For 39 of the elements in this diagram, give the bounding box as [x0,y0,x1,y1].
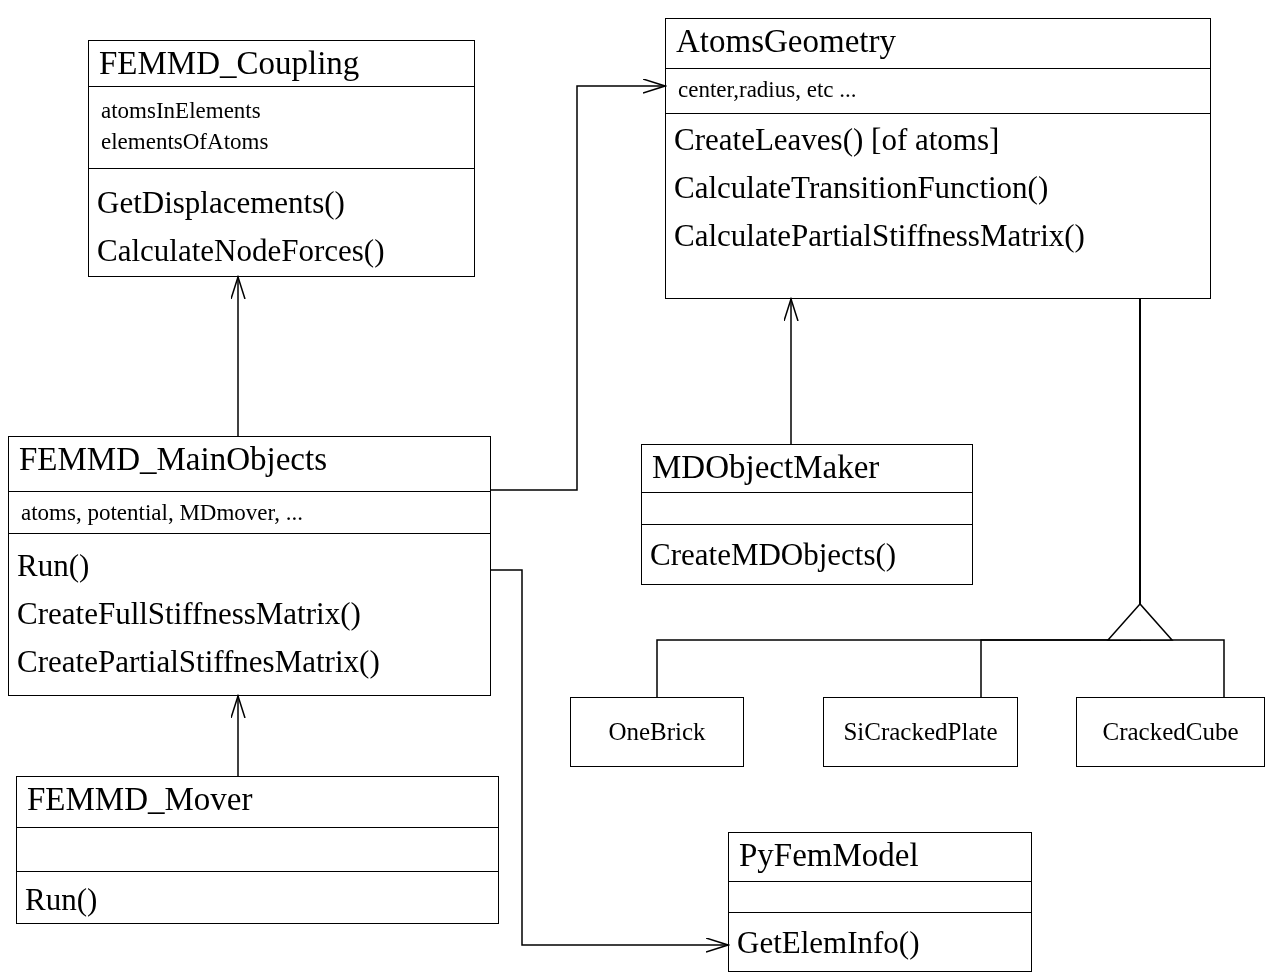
association-arrow [490,569,729,953]
attribute-text: elementsOfAtoms [100,128,269,156]
method-text: CreateMDObjects() [649,536,897,574]
method-text: GetElemInfo() [736,924,920,962]
class-name: CrackedCube [1101,718,1240,746]
method-text: CreateLeaves() [of atoms] [673,121,1000,159]
method-text: CreatePartialStiffnesMatrix() [16,643,380,681]
association-arrow [490,78,666,491]
attribute-text: center,radius, etc ... [677,76,857,104]
class-name: FEMMD_MainObjects [19,440,327,479]
class-name: SiCrackedPlate [842,718,999,746]
class-name: OneBrick [607,718,707,746]
class-box [823,697,1018,767]
class-box [16,776,499,924]
class-name: PyFemModel [739,836,919,875]
class-name: AtomsGeometry [676,22,896,61]
class-box [88,40,475,277]
class-box [8,436,491,696]
class-box [570,697,744,767]
class-name: MDObjectMaker [652,448,880,487]
method-text: CalculatePartialStiffnessMatrix() [673,217,1085,255]
method-text: GetDisplacements() [96,184,345,222]
inheritance-triangle [1106,602,1174,641]
class-name: FEMMD_Mover [27,780,253,819]
method-text: Run() [16,547,90,585]
class-box [641,444,973,585]
association-arrow [230,276,246,437]
class-box [665,18,1211,299]
attribute-text: atoms, potential, MDmover, ... [20,499,304,527]
method-text: CalculateNodeForces() [96,232,385,270]
attribute-text: atomsInElements [100,97,261,125]
class-name: FEMMD_Coupling [99,44,360,83]
class-box [728,832,1032,972]
association-arrow [230,695,246,777]
method-text: CreateFullStiffnessMatrix() [16,595,361,633]
class-box [1076,697,1265,767]
method-text: CalculateTransitionFunction() [673,169,1049,207]
association-arrow [783,298,799,445]
method-text: Run() [24,881,98,919]
